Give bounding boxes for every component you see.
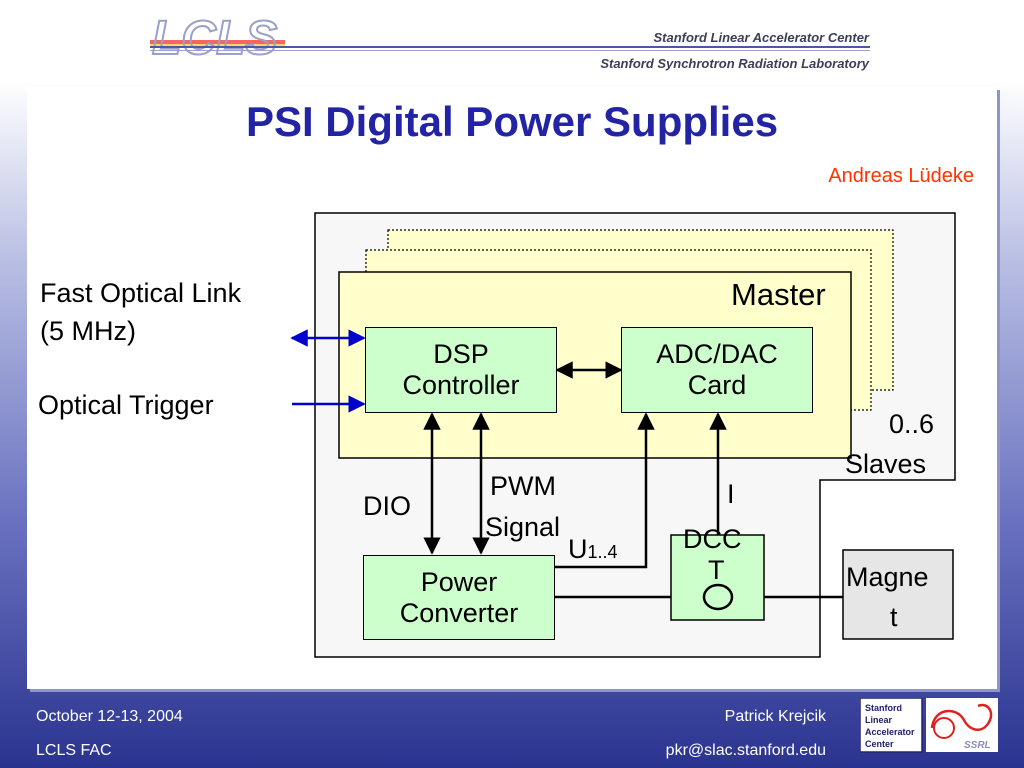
- fast-link-rate: (5 MHz): [40, 316, 136, 346]
- u-label: U1..4: [568, 532, 618, 569]
- magnet-box: [842, 549, 954, 640]
- svg-text:LCLS: LCLS: [152, 12, 277, 65]
- u-feedback-link: [555, 412, 655, 569]
- svg-text:Linear: Linear: [865, 715, 893, 725]
- footer-presenter: Patrick Krejcik: [724, 708, 826, 725]
- master-label: Master: [731, 277, 826, 312]
- magnet-label-1: Magne: [846, 562, 929, 592]
- dio-label: DIO: [363, 491, 412, 521]
- org-slac: Stanford Linear Accelerator Center: [653, 30, 869, 45]
- slaves-count-label: 0..6: [889, 409, 935, 439]
- author-name: Andreas Lüdeke: [828, 165, 974, 187]
- power-converter-box: Power Converter: [363, 555, 555, 640]
- dsp-line2: Controller: [402, 370, 520, 400]
- dcct-label-2: T: [708, 555, 725, 585]
- slide-title: PSI Digital Power Supplies: [245, 98, 779, 145]
- svg-text:Accelerator: Accelerator: [865, 727, 915, 737]
- adc-line2: Card: [687, 370, 747, 400]
- adc-dac-card-box: ADC/DAC Card: [621, 327, 813, 413]
- stanford-ssrl-logo: Stanford Linear Accelerator Center SSRL: [860, 698, 998, 753]
- optical-trigger-label: Optical Trigger: [38, 390, 214, 420]
- i-label: I: [727, 479, 735, 509]
- svg-text:Stanford: Stanford: [865, 703, 902, 713]
- dsp-line1: DSP: [433, 339, 489, 369]
- magnet-label-2: t: [890, 602, 898, 632]
- svg-text:Center: Center: [865, 739, 894, 749]
- footer-date: October 12-13, 2004: [36, 708, 183, 725]
- header-rule-thin: [150, 50, 870, 51]
- adc-line1: ADC/DAC: [656, 339, 778, 369]
- pwm-label: PWM: [490, 471, 556, 501]
- power-line1: Power: [420, 566, 498, 597]
- power-line2: Converter: [399, 597, 519, 628]
- dsp-controller-box: DSP Controller: [365, 327, 557, 413]
- dcct-box: [670, 534, 765, 621]
- fast-link-label: Fast Optical Link: [40, 278, 242, 308]
- slaves-label: Slaves: [845, 449, 927, 479]
- footer-email: pkr@slac.stanford.edu: [665, 742, 826, 759]
- dcct-core: [702, 583, 734, 611]
- u-subscript: 1..4: [587, 542, 618, 562]
- signal-label: Signal: [485, 512, 561, 542]
- lcls-logo: LCLS: [150, 11, 285, 66]
- u-symbol: U: [568, 534, 588, 564]
- svg-text:SSRL: SSRL: [964, 740, 991, 751]
- header-rule: [150, 46, 870, 48]
- footer-event: LCLS FAC: [36, 742, 112, 759]
- org-ssrl: Stanford Synchrotron Radiation Laborator…: [600, 56, 869, 71]
- dcct-label-1: DCC: [683, 524, 742, 554]
